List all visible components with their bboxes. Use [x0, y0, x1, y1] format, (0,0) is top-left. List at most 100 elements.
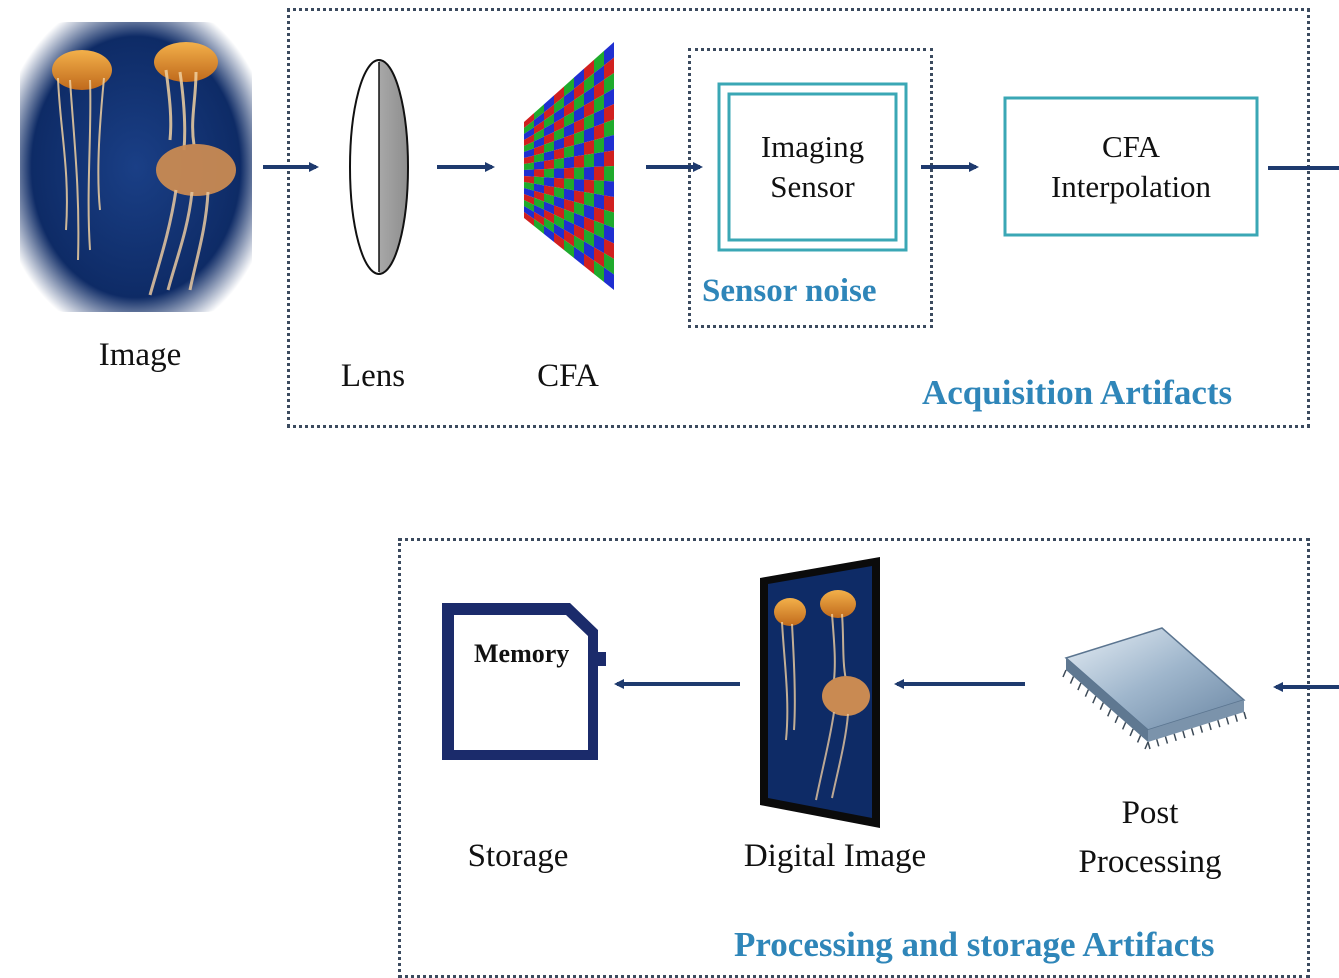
cfa-cell	[564, 133, 574, 148]
acquisition-artifacts-box	[287, 8, 1310, 428]
cfa-cell	[574, 212, 584, 229]
cfa-cell	[544, 177, 554, 187]
chip-pin	[1084, 689, 1090, 697]
cfa-cell	[534, 120, 544, 135]
cfa-cell	[534, 104, 544, 121]
cfa-cell	[524, 148, 534, 158]
cfa-cell	[564, 167, 574, 180]
cfa-cell	[524, 200, 534, 212]
memory-label: Memory	[474, 639, 570, 668]
cfa-cell	[574, 105, 584, 123]
chip-pin	[1121, 722, 1127, 730]
cfa-cell	[594, 247, 604, 268]
cfa-cell	[554, 214, 564, 230]
cfa-cell	[574, 118, 584, 134]
cfa-cell	[544, 150, 554, 161]
cfa-cell	[534, 218, 544, 234]
chip-pin	[1190, 728, 1195, 736]
cfa-cell	[554, 232, 564, 250]
cfa-cell	[554, 127, 564, 142]
cfa-cell	[544, 122, 554, 137]
cfa-cell	[564, 229, 574, 247]
cfa-cell	[604, 267, 614, 290]
cfa-cell	[544, 95, 554, 113]
chip-pin	[1114, 715, 1119, 724]
chip-pin	[1129, 728, 1134, 737]
cfa-cell	[544, 217, 554, 233]
chip-pin	[1182, 730, 1186, 739]
cfa-cell	[584, 179, 594, 194]
cfa-cell	[554, 106, 564, 123]
cfa-cell	[564, 111, 574, 128]
cfa-cell	[534, 112, 544, 128]
cfa-cell	[584, 241, 594, 261]
cfa-cell	[554, 96, 564, 114]
cfa-cell	[564, 77, 574, 97]
image-label: Image	[98, 337, 182, 373]
cfa-cell	[564, 178, 574, 191]
cfa-cell	[544, 159, 554, 170]
cfa-cell	[534, 136, 544, 149]
acquisition-artifacts-title: Acquisition Artifacts	[922, 373, 1233, 412]
cfa-cell	[544, 209, 554, 224]
cfa-cell	[594, 94, 604, 114]
cfa-cell	[594, 123, 604, 141]
cfa-cell	[584, 216, 594, 234]
cfa-cell	[544, 193, 554, 206]
cfa-cell	[564, 156, 574, 169]
cfa-cell	[584, 59, 594, 81]
chip-pin	[1243, 711, 1247, 720]
chip-pin	[1208, 722, 1212, 731]
cfa-cell	[544, 225, 554, 242]
cfa-cell	[604, 166, 614, 182]
cfa-cell	[594, 137, 604, 154]
cfa-cell	[584, 166, 594, 181]
imaging-sensor-box	[717, 82, 908, 252]
cfa-cell	[564, 219, 574, 236]
cfa-cell	[524, 194, 534, 205]
cfa-cell	[554, 158, 564, 169]
cfa-cell	[574, 93, 584, 112]
processing-storage-title: Processing and storage Artifacts	[734, 925, 1215, 964]
cfa-cell	[534, 128, 544, 142]
cfa-cell	[594, 193, 604, 210]
chip-pin	[1062, 669, 1067, 678]
cfa-cell	[524, 206, 534, 219]
post-line2: Processing	[1078, 844, 1222, 880]
cfa-cell	[604, 73, 614, 95]
cfa-cell	[604, 135, 614, 152]
cfa-cell	[574, 235, 584, 254]
cfa-cell	[534, 144, 544, 156]
cfa-cell	[564, 122, 574, 138]
chip-pin	[1077, 682, 1082, 691]
cfa-interpolation-text: CFA Interpolation	[1005, 127, 1257, 207]
chip-pin	[1099, 702, 1104, 711]
cfa-cell	[574, 167, 584, 180]
chip-pin	[1199, 725, 1204, 733]
chip-pin	[1069, 676, 1075, 684]
cfa-cell	[584, 73, 594, 94]
cfa-cell	[554, 86, 564, 105]
cfa-cell	[594, 260, 604, 282]
lens-icon	[349, 59, 409, 275]
cfa-cell	[524, 127, 534, 140]
chip-pin	[1173, 733, 1177, 742]
cfa-cell	[604, 104, 614, 124]
cfa-cell	[564, 188, 574, 202]
post-processing-label: Post Processing	[1050, 789, 1250, 887]
cfa-mosaic-icon	[524, 42, 614, 290]
cfa-cell	[564, 198, 574, 213]
cfa-cell	[594, 233, 604, 254]
cfa-cell	[604, 180, 614, 197]
cfa-cell	[584, 126, 594, 143]
processor-chip-icon	[1062, 627, 1247, 750]
cfa-cell	[594, 166, 604, 181]
cfa-cell	[524, 176, 534, 184]
cfa-cell	[604, 119, 614, 138]
processing-storage-box	[398, 538, 1310, 978]
cfa-cell	[594, 65, 604, 87]
cfa-cell	[564, 88, 574, 107]
cfa-cell	[534, 197, 544, 210]
cfa-cell	[594, 180, 604, 196]
